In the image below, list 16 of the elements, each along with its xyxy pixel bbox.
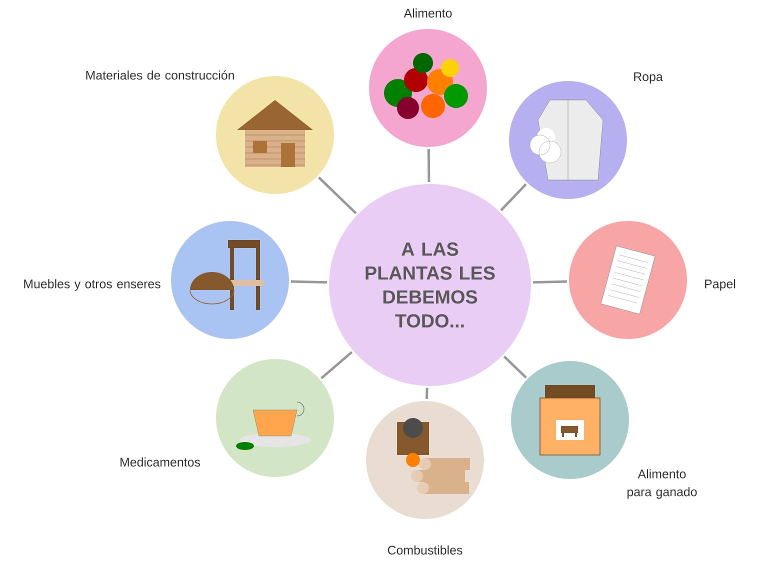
- connector-line: [427, 148, 430, 182]
- connector-line: [532, 280, 568, 284]
- node-label: Alimento para ganado: [627, 469, 697, 499]
- connector-line: [503, 356, 527, 379]
- connector-line: [290, 280, 328, 284]
- node-label: Muebles y otros enseres: [24, 279, 160, 291]
- connector-line: [318, 176, 357, 214]
- node-label: Alimento: [404, 8, 452, 18]
- node-label: Ropa: [634, 72, 663, 84]
- node-label: Papel: [705, 279, 736, 291]
- node-label: Combustibles: [388, 545, 462, 555]
- node-label: Materiales de construcción: [86, 70, 234, 80]
- connector-line: [320, 351, 353, 380]
- connector-line: [500, 183, 527, 212]
- node-label: Medicamentos: [120, 457, 200, 467]
- connector-line: [426, 388, 428, 400]
